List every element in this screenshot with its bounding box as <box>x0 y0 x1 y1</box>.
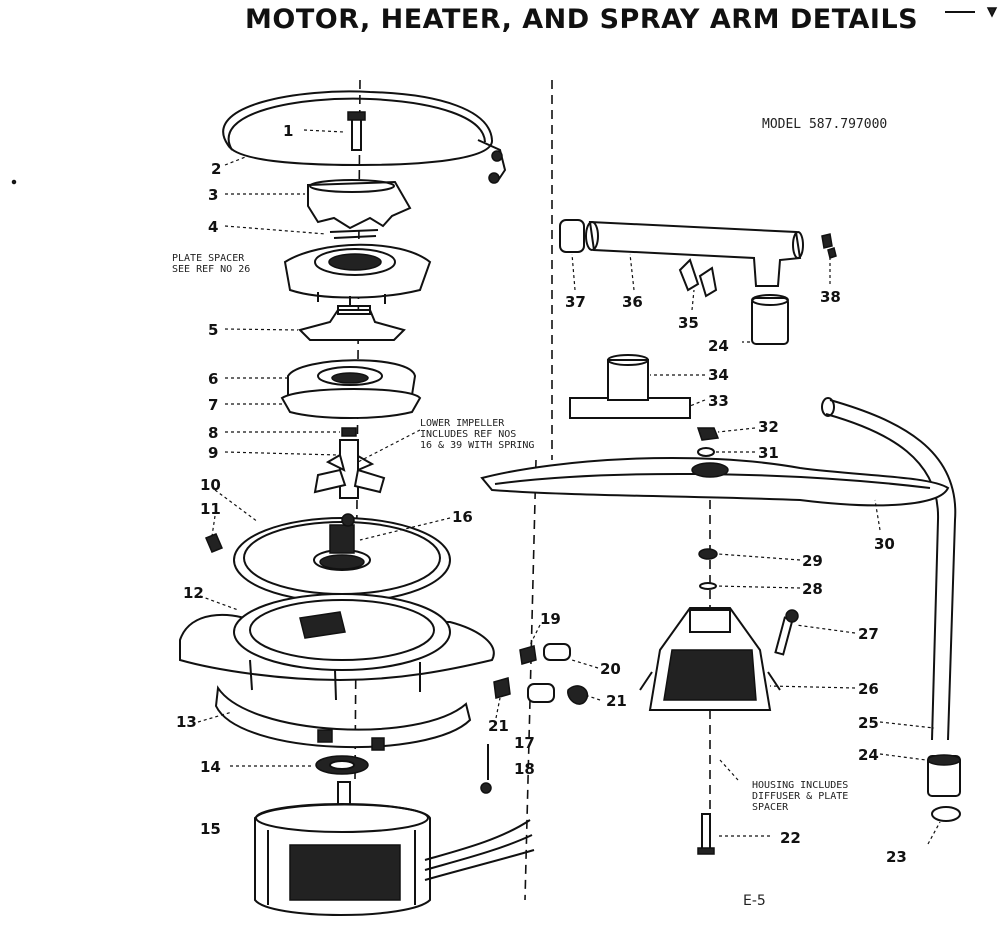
callout-20: 20 <box>600 660 621 678</box>
lower-impeller-note-line: 16 & 39 WITH SPRING <box>420 440 535 451</box>
lower-impeller-note-line: LOWER IMPELLER <box>420 418 505 429</box>
plate-spacer-part <box>283 243 432 306</box>
clamp-part-23 <box>931 806 961 822</box>
page-code: E-5 <box>743 893 766 909</box>
bracket-part-33 <box>569 397 691 419</box>
impeller-cover-part-5 <box>298 305 406 341</box>
housing-note-line: HOUSING INCLUDES <box>752 780 849 791</box>
screw-part-1 <box>347 111 366 151</box>
callout-5: 5 <box>208 321 218 339</box>
heater-bracket-part-13 <box>214 685 472 751</box>
callout-3: 3 <box>208 186 218 204</box>
lower-impeller-note: LOWER IMPELLER INCLUDES REF NOS 16 & 39 … <box>420 418 534 451</box>
pump-base-part-12 <box>179 593 495 701</box>
pump-plate-part-6 <box>287 359 417 396</box>
callout-19: 19 <box>540 610 561 628</box>
plate-spacer-note-line: SEE REF NO 26 <box>172 264 251 275</box>
callout-15: 15 <box>200 820 221 838</box>
arm-hub-part-31 <box>697 447 715 457</box>
callout-32: 32 <box>758 418 779 436</box>
heater-element-part-2 <box>222 90 507 184</box>
callout-7: 7 <box>208 396 218 414</box>
callout-27: 27 <box>858 625 879 643</box>
callout-numbers: 1 2 3 4 5 6 7 8 9 10 11 12 13 14 15 16 1… <box>176 122 907 866</box>
impeller-spring-part-16 <box>341 513 355 527</box>
housing-note-line: DIFFUSER & PLATE <box>752 791 849 802</box>
callout-17: 17 <box>514 734 535 752</box>
terminal-parts-17-21 <box>480 643 589 794</box>
nozzle-part-35 <box>678 258 718 298</box>
callout-21: 21 <box>606 692 627 710</box>
callout-21-second: 21 <box>488 717 509 735</box>
seal-part-8 <box>341 427 357 437</box>
callout-23: 23 <box>886 848 907 866</box>
callout-28: 28 <box>802 580 823 598</box>
callout-35: 35 <box>678 314 699 332</box>
callout-34: 34 <box>708 366 729 384</box>
coupling-part-24-lower <box>927 754 961 797</box>
callout-8: 8 <box>208 424 218 442</box>
callout-26: 26 <box>858 680 879 698</box>
callout-31: 31 <box>758 444 779 462</box>
arm-nut-part-32 <box>696 427 720 441</box>
model-number: MODEL 587.797000 <box>762 117 888 132</box>
lower-impeller-note-line: INCLUDES REF NOS <box>420 429 517 440</box>
gasket-part-7 <box>280 388 422 419</box>
supply-hose-part-25 <box>821 397 957 741</box>
callout-2: 2 <box>211 160 221 178</box>
plate-spacer-note: PLATE SPACER SEE REF NO 26 <box>172 253 250 275</box>
scan-marks <box>11 7 998 185</box>
callout-24: 24 <box>708 337 729 355</box>
coupling-part-24-upper <box>751 294 789 345</box>
lower-spray-arm-part-30 <box>480 456 950 507</box>
motor-axis-line <box>354 79 361 781</box>
filter-cap-part-3 <box>307 179 412 230</box>
washer-part-28 <box>699 582 717 590</box>
callout-14: 14 <box>200 758 221 776</box>
callout-24-second: 24 <box>858 746 879 764</box>
callout-9: 9 <box>208 444 218 462</box>
callout-22: 22 <box>780 829 801 847</box>
callout-6: 6 <box>208 370 218 388</box>
pump-housing-part-10 <box>233 517 451 603</box>
housing-note-line: SPACER <box>752 802 789 813</box>
callout-36: 36 <box>622 293 643 311</box>
support-part-34 <box>607 354 649 401</box>
upper-spray-arm-part-36 <box>585 220 804 287</box>
motor-seal-part-14 <box>315 755 369 775</box>
housing-note: HOUSING INCLUDES DIFFUSER & PLATE SPACER <box>752 780 848 813</box>
callout-12: 12 <box>183 584 204 602</box>
strainer-part-4 <box>329 229 379 239</box>
bolt-part-22 <box>697 813 715 855</box>
end-cap-part-37 <box>559 219 585 253</box>
screw-part-27 <box>774 609 799 656</box>
pump-housing-part-26 <box>639 607 781 711</box>
callout-10: 10 <box>200 476 221 494</box>
plug-part-38 <box>821 233 837 259</box>
plate-spacer-note-line: PLATE SPACER <box>172 253 245 264</box>
page-title: MOTOR, HEATER, AND SPRAY ARM DETAILS <box>245 4 919 35</box>
nut-part-29 <box>698 548 718 560</box>
callout-18: 18 <box>514 760 535 778</box>
callout-11: 11 <box>200 500 221 518</box>
callout-30: 30 <box>874 535 895 553</box>
callout-16: 16 <box>452 508 473 526</box>
lower-axis-line <box>524 459 537 901</box>
callout-37: 37 <box>565 293 586 311</box>
callout-25: 25 <box>858 714 879 732</box>
leader-lines <box>197 129 941 845</box>
clip-part-11 <box>205 533 223 553</box>
callout-29: 29 <box>802 552 823 570</box>
callout-4: 4 <box>208 218 218 236</box>
callout-33: 33 <box>708 392 729 410</box>
lower-impeller-part-9 <box>313 439 386 499</box>
callout-13: 13 <box>176 713 197 731</box>
callout-38: 38 <box>820 288 841 306</box>
motor-part-15 <box>254 781 535 916</box>
callout-1: 1 <box>283 122 293 140</box>
